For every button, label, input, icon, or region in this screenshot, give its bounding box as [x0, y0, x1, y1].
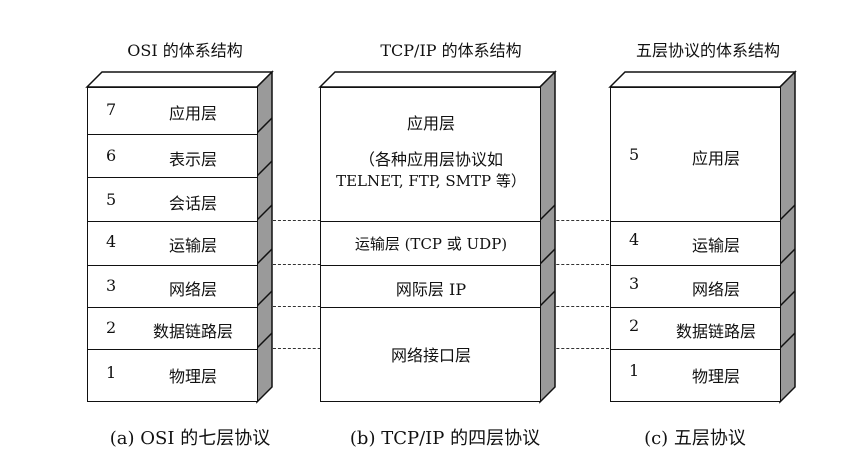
- osi-layer-2-num: 2: [106, 318, 117, 337]
- osi-layer-7-name: 应用层: [168, 104, 217, 123]
- tcpip-caption: (b) TCP/IP 的四层协议: [349, 428, 541, 449]
- tcpip-transport-layer: 运输层 (TCP 或 UDP): [321, 221, 540, 265]
- five-layer-3-num: 3: [629, 274, 640, 293]
- tcpip-netif-layer: 网络接口层: [321, 307, 540, 403]
- osi-layer-5: 5 会话层: [88, 177, 257, 221]
- osi-layer-6-name: 表示层: [168, 150, 217, 169]
- tcpip-app-line2: （各种应用层协议如: [358, 150, 503, 169]
- osi-layer-1-name: 物理层: [168, 367, 217, 386]
- osi-layer-3: 3 网络层: [88, 265, 257, 307]
- tcpip-title: TCP/IP 的体系结构: [380, 41, 522, 60]
- osi-layer-2: 2 数据链路层: [88, 307, 257, 349]
- five-layer-title: 五层协议的体系结构: [635, 41, 780, 60]
- five-layer-3: 3 网络层: [611, 265, 780, 307]
- five-layer-2: 2 数据链路层: [611, 307, 780, 349]
- five-layer-1-num: 1: [629, 361, 640, 380]
- five-layer-5: 5 应用层: [611, 88, 780, 221]
- five-layer-2-num: 2: [629, 316, 640, 335]
- tcpip-internet-name: 网际层 IP: [395, 280, 467, 299]
- osi-layer-7-num: 7: [106, 100, 117, 119]
- osi-stack: 7 应用层 6 表示层 5 会话层 4 运输层 3 网络层 2 数据链路层 1 …: [85, 70, 274, 404]
- osi-layer-7: 7 应用层: [88, 88, 257, 134]
- five-front: 5 应用层 4 运输层 3 网络层 2 数据链路层 1 物理层: [610, 87, 781, 402]
- five-layer-1-name: 物理层: [691, 367, 740, 386]
- five-layer-4-name: 运输层: [691, 236, 740, 255]
- tcpip-stack-3d-sides: [318, 70, 557, 404]
- tcpip-transport-name: 运输层 (TCP 或 UDP): [354, 235, 508, 253]
- osi-front: 7 应用层 6 表示层 5 会话层 4 运输层 3 网络层 2 数据链路层 1 …: [87, 87, 258, 402]
- tcpip-app-line3: TELNET, FTP, SMTP 等）: [336, 172, 526, 190]
- osi-caption: (a) OSI 的七层协议: [109, 428, 271, 449]
- osi-layer-1: 1 物理层: [88, 349, 257, 403]
- osi-layer-4: 4 运输层: [88, 221, 257, 265]
- five-layer-4-num: 4: [629, 230, 640, 249]
- tcpip-front: 应用层 （各种应用层协议如 TELNET, FTP, SMTP 等） 运输层 (…: [320, 87, 541, 402]
- osi-layer-4-name: 运输层: [168, 236, 217, 255]
- osi-layer-6: 6 表示层: [88, 134, 257, 177]
- tcpip-stack: 应用层 （各种应用层协议如 TELNET, FTP, SMTP 等） 运输层 (…: [318, 70, 557, 404]
- five-layer-5-num: 5: [629, 145, 640, 164]
- five-layer-stack: 5 应用层 4 运输层 3 网络层 2 数据链路层 1 物理层: [608, 70, 797, 404]
- tcpip-internet-layer: 网际层 IP: [321, 265, 540, 307]
- five-layer-2-name: 数据链路层: [675, 322, 756, 341]
- tcpip-app-line1: 应用层: [406, 114, 455, 133]
- osi-layer-5-name: 会话层: [168, 194, 217, 213]
- osi-layer-4-num: 4: [106, 232, 117, 251]
- five-layer-caption: (c) 五层协议: [644, 428, 746, 449]
- osi-layer-3-num: 3: [106, 276, 117, 295]
- five-layer-4: 4 运输层: [611, 221, 780, 265]
- tcpip-application-layer: 应用层 （各种应用层协议如 TELNET, FTP, SMTP 等）: [321, 88, 540, 221]
- osi-layer-5-num: 5: [106, 190, 117, 209]
- five-layer-1: 1 物理层: [611, 349, 780, 403]
- osi-layer-1-num: 1: [106, 363, 117, 382]
- osi-layer-2-name: 数据链路层: [152, 322, 233, 341]
- osi-title: OSI 的体系结构: [127, 41, 243, 60]
- five-layer-5-name: 应用层: [691, 149, 740, 168]
- tcpip-netif-name: 网络接口层: [390, 346, 471, 365]
- osi-stack-3d-sides: [85, 70, 274, 404]
- osi-layer-6-num: 6: [106, 146, 117, 165]
- osi-layer-3-name: 网络层: [168, 280, 217, 299]
- five-layer-3-name: 网络层: [691, 280, 740, 299]
